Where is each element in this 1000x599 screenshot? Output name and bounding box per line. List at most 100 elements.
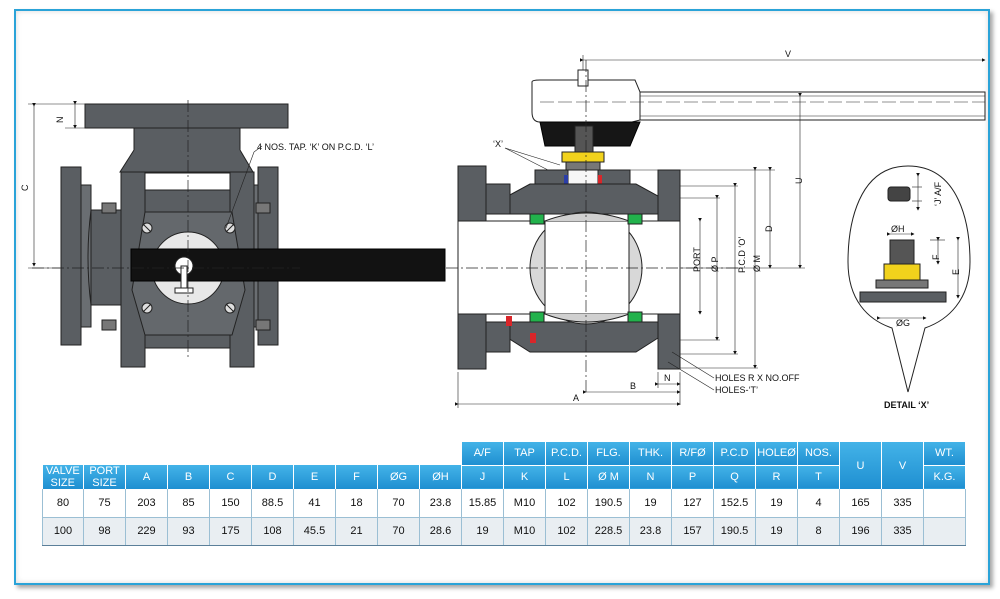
th-j: J xyxy=(461,465,504,489)
h-label: ØH xyxy=(891,224,905,234)
f-label: F xyxy=(931,254,941,260)
c-dimension-label: C xyxy=(20,184,30,191)
holes-t-note: HOLES-‘T’ xyxy=(715,385,758,395)
detail-x-view: ‘J’ A/F ØH F E ØG DETAIL ‘X’ xyxy=(847,165,971,410)
th-f: F xyxy=(335,465,378,489)
seat-lower-left xyxy=(529,311,545,323)
table-cell: 15.85 xyxy=(461,489,504,518)
section-view: V xyxy=(446,49,986,408)
table-cell: 19 xyxy=(755,517,798,546)
table-cell: 150 xyxy=(209,489,252,518)
th-c: C xyxy=(209,465,252,489)
b-dimension-label: B xyxy=(630,381,636,391)
table-row: 80 75 203 85 150 88.5 41 18 70 23.8 15.8… xyxy=(42,489,966,518)
table-cell: M10 xyxy=(503,517,546,546)
seat-lower-right xyxy=(627,311,643,323)
th-b: B xyxy=(167,465,210,489)
port-dimension-label: PORT xyxy=(692,247,702,272)
v-dimension-label: V xyxy=(785,49,791,59)
table-cell: 108 xyxy=(251,517,294,546)
m-dimension-label: Ø M xyxy=(752,255,762,272)
table-header-row: VALVE SIZE PORT SIZE A B C D E F ØG ØH J… xyxy=(42,465,966,489)
table-cell: 102 xyxy=(545,517,588,546)
table-cell: 190.5 xyxy=(713,517,756,546)
table-cell: 175 xyxy=(209,517,252,546)
left-view: C N 4 NOS. TAP. ‘K’ ON P.C.D. ‘L’ xyxy=(20,100,446,368)
left-flange-outer xyxy=(60,166,82,346)
th-t: T xyxy=(797,465,840,489)
g-label: ØG xyxy=(896,318,910,328)
n-dimension-label: N xyxy=(55,117,65,124)
th-top-tap: TAP xyxy=(503,442,546,466)
th-top-hole: HOLEØ xyxy=(755,442,798,466)
table-cell: 196 xyxy=(839,517,882,546)
d-dimension-label: D xyxy=(764,225,774,232)
th-top-pcd: P.C.D. xyxy=(545,442,588,466)
th-kg: K.G. xyxy=(923,465,966,489)
table-row: 100 98 229 93 175 108 45.5 21 70 28.6 19… xyxy=(42,517,966,546)
body-shell-top xyxy=(507,183,659,215)
th-l: L xyxy=(545,465,588,489)
holes-rx-note: HOLES R X NO.OFF xyxy=(715,373,800,383)
table-cell: 41 xyxy=(293,489,336,518)
th-u: U xyxy=(839,442,882,489)
th-d: D xyxy=(251,465,294,489)
a-dimension-label: A xyxy=(573,393,579,403)
th-e: E xyxy=(293,465,336,489)
th-top-af: A/F xyxy=(461,442,504,466)
j-af-label: ‘J’ A/F xyxy=(933,181,943,206)
n-flange-label: N xyxy=(664,373,671,383)
table-cell xyxy=(923,517,966,546)
th-v: V xyxy=(881,442,924,489)
table-cell: 70 xyxy=(377,489,420,518)
x-detail-label: ‘X’ xyxy=(493,139,503,149)
pcd-dimension-label: P.C.D ‘O’ xyxy=(737,237,747,273)
table-cell: 19 xyxy=(461,517,504,546)
table-cell: 23.8 xyxy=(419,489,462,518)
th-a: A xyxy=(125,465,168,489)
table-cell: 127 xyxy=(671,489,714,518)
th-r: R xyxy=(755,465,798,489)
left-flange-inner xyxy=(80,184,92,328)
th-top-nos: NOS. xyxy=(797,442,840,466)
e-label: E xyxy=(951,269,961,275)
table-cell: 19 xyxy=(629,489,672,518)
table-cell: 152.5 xyxy=(713,489,756,518)
table-cell: 21 xyxy=(335,517,378,546)
table-cell: 45.5 xyxy=(293,517,336,546)
th-k: K xyxy=(503,465,546,489)
table-cell: 190.5 xyxy=(587,489,630,518)
th-m: Ø M xyxy=(587,465,630,489)
p-dimension-label: Ø P xyxy=(710,256,720,272)
u-dimension-label: U xyxy=(794,178,804,185)
seat-upper-right xyxy=(627,213,643,225)
table-cell: 98 xyxy=(83,517,126,546)
th-top-pcd2: P.C.D xyxy=(713,442,756,466)
tap-note: 4 NOS. TAP. ‘K’ ON P.C.D. ‘L’ xyxy=(257,142,374,152)
table-cell: 18 xyxy=(335,489,378,518)
table-cell: 102 xyxy=(545,489,588,518)
table-cell: 165 xyxy=(839,489,882,518)
th-top-rf: R/FØ xyxy=(671,442,714,466)
th-n: N xyxy=(629,465,672,489)
dimension-table: A/F TAP P.C.D. FLG. THK. R/FØ P.C.D HOLE… xyxy=(42,442,966,546)
table-cell: 23.8 xyxy=(629,517,672,546)
table-cell: 100 xyxy=(42,517,84,546)
th-h: ØH xyxy=(419,465,462,489)
th-valve-size: VALVE SIZE xyxy=(42,465,84,489)
th-p: P xyxy=(671,465,714,489)
table-cell: 4 xyxy=(797,489,840,518)
detail-x-caption: DETAIL ‘X’ xyxy=(884,400,929,410)
table-cell: 85 xyxy=(167,489,210,518)
table-cell: 203 xyxy=(125,489,168,518)
table-cell: M10 xyxy=(503,489,546,518)
table-cell: 70 xyxy=(377,517,420,546)
table-cell: 88.5 xyxy=(251,489,294,518)
table-cell: 335 xyxy=(881,517,924,546)
th-port-size: PORT SIZE xyxy=(83,465,126,489)
th-q: Q xyxy=(713,465,756,489)
th-g: ØG xyxy=(377,465,420,489)
table-cell: 228.5 xyxy=(587,517,630,546)
table-cell: 75 xyxy=(83,489,126,518)
table-cell: 19 xyxy=(755,489,798,518)
